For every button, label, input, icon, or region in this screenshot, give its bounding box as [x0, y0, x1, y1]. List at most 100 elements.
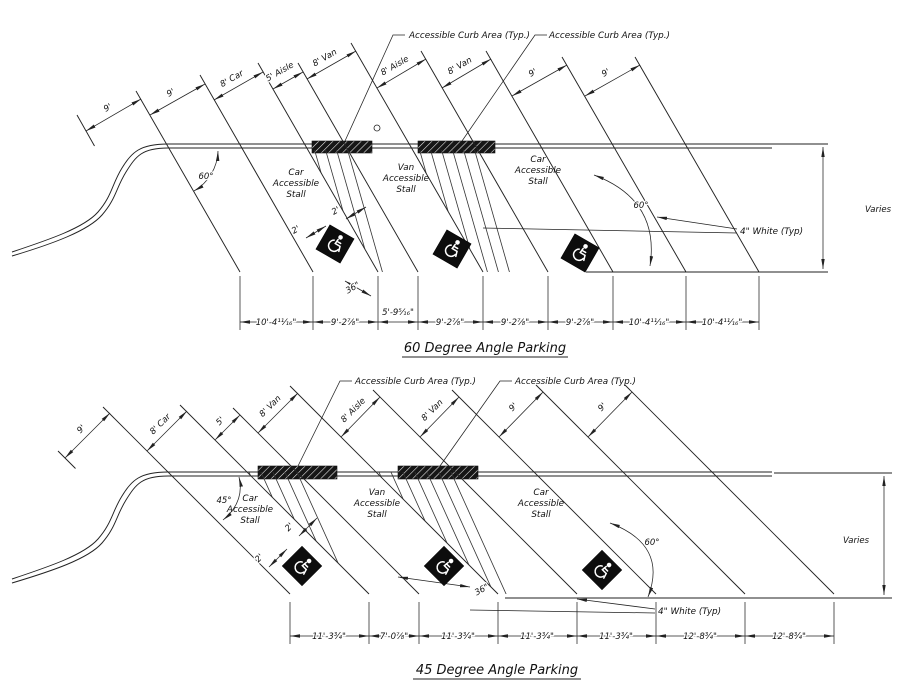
svg-text:Van: Van [369, 488, 385, 498]
stripe-angle-label: 60° [644, 538, 659, 548]
diagram-45-degree: 9' 8' Car 5' 8' Van 8' Aisle 8' Van 9' 9… [11, 377, 892, 680]
bottom-dim-label: 11'-3¾" [520, 632, 554, 642]
dim-label: 5' [214, 415, 227, 428]
stripe-spacing-line [344, 280, 372, 297]
varies-label: Varies [865, 205, 892, 215]
diagram-60-degree: 9' 9' 8' Car 5' Aisle 8' Van 8' Aisle 8'… [11, 31, 893, 358]
bottom-dim-label: 10'-4¹¹⁄₁₆" [702, 318, 743, 328]
curb-lines-45 [11, 471, 892, 584]
top-dimension-lines-45 [64, 391, 633, 459]
dim-label: 8' Car [219, 68, 246, 89]
svg-text:Accessible: Accessible [226, 505, 274, 515]
wheelchair-icon [281, 545, 323, 587]
svg-text:Stall: Stall [531, 510, 551, 520]
bottom-dim-label: 11'-3¾" [599, 632, 633, 642]
varies-dim-60 [586, 147, 828, 273]
dim-label: 8' Car [148, 412, 173, 437]
stall-angle-label: 60° [198, 172, 213, 182]
bottom-dim-label: 11'-3¾" [441, 632, 475, 642]
bottom-dimension-lines-45 [289, 602, 835, 644]
dim-label: 9' [600, 67, 612, 80]
curb-area-label: Accessible Curb Area (Typ.) [514, 377, 636, 387]
varies-dim-45 [505, 476, 892, 599]
diagram-title-60: 60 Degree Angle Parking [404, 341, 566, 356]
dim-label: 8' Van [446, 55, 474, 77]
bottom-dim-label: 10'-4¹¹⁄₁₆" [629, 318, 670, 328]
curb-area-label: Accessible Curb Area (Typ.) [548, 31, 670, 41]
dim-label: 8' Van [258, 394, 284, 420]
dim-label: 8' Aisle [379, 54, 411, 78]
curb-area-label: Accessible Curb Area (Typ.) [408, 31, 530, 41]
accessible-curb-hatch-2 [397, 465, 479, 480]
stripe-spacing-label: 36" [344, 280, 362, 296]
svg-text:Stall: Stall [240, 516, 260, 526]
offset-dim-line [345, 206, 367, 220]
dim-label: 9' [507, 401, 520, 414]
svg-text:Stall: Stall [396, 185, 416, 195]
curb-area-leaders-60 [344, 34, 547, 142]
stripe-note-label: 4" White (Typ) [658, 607, 721, 617]
svg-text:Van: Van [398, 163, 414, 173]
svg-text:Stall: Stall [286, 190, 306, 200]
dim-label: 9' [75, 423, 88, 436]
stall-label-car-2: Car Accessible Stall [517, 488, 565, 520]
dim-label: 5' Aisle [264, 60, 296, 84]
accessible-curb-hatch-2 [417, 140, 496, 154]
stripe-angle-arc [609, 522, 654, 598]
stall-label-car-1: Car Accessible Stall [272, 168, 320, 200]
bottom-dim-label: 9'-2⅞" [566, 318, 594, 328]
wheelchair-icon [432, 229, 472, 269]
bottom-dim-label: 9'-2⅞" [436, 318, 464, 328]
wheelchair-icon [581, 549, 623, 591]
wheelchair-icon [560, 233, 600, 273]
stall-label-car-2: Car Accessible Stall [514, 155, 562, 187]
dim-label: 9' [596, 401, 609, 414]
svg-text:Accessible: Accessible [514, 166, 562, 176]
dim-label: 8' Aisle [339, 396, 368, 425]
stall-lines-45 [57, 384, 835, 595]
bottom-dim-label: 12'-8¾" [683, 632, 717, 642]
dim-label: 8' Van [420, 398, 446, 424]
dim-label: 8' Van [311, 47, 339, 69]
curb-lines-60 [11, 143, 828, 257]
point-marker [373, 124, 381, 132]
svg-text:Car: Car [530, 155, 547, 165]
svg-text:Accessible: Accessible [517, 499, 565, 509]
stripe-angle-arc [593, 174, 654, 267]
svg-text:Car: Car [242, 494, 259, 504]
svg-text:Car: Car [533, 488, 550, 498]
bottom-dim-label: 9'-2⅞" [501, 318, 529, 328]
offset-dim-line [305, 225, 327, 239]
offset-dim-line [298, 517, 318, 537]
offset-dim-label: 2' [283, 521, 296, 534]
svg-text:Accessible: Accessible [353, 499, 401, 509]
svg-text:Accessible: Accessible [272, 179, 320, 189]
stripe-note-leaders-45 [469, 598, 656, 614]
wheelchair-icon [315, 224, 355, 264]
svg-text:Stall: Stall [528, 177, 548, 187]
stripe-note-label: 4" White (Typ) [740, 227, 803, 237]
stall-angle-label: 45° [216, 496, 231, 506]
bottom-dim-label: 12'-8¾" [772, 632, 806, 642]
stripe-angle-label: 60° [633, 201, 648, 211]
dim-label: 9' [527, 67, 539, 80]
access-aisle-hatch-45-a [247, 472, 354, 594]
bottom-dim-label: 11'-3¾" [312, 632, 346, 642]
varies-label: Varies [843, 536, 870, 546]
svg-text:Accessible: Accessible [382, 174, 430, 184]
curb-area-leaders-45 [297, 380, 512, 467]
svg-text:Car: Car [288, 168, 305, 178]
stall-angle-arc [193, 150, 220, 192]
accessible-curb-hatch-1 [311, 140, 373, 154]
wheelchair-icon [423, 545, 465, 587]
stall-label-car-1: Car Accessible Stall [226, 494, 274, 526]
stall-angle-arc [222, 476, 243, 521]
stall-label-van: Van Accessible Stall [382, 163, 430, 195]
stripe-spacing-line [397, 576, 471, 588]
stall-label-van: Van Accessible Stall [353, 488, 401, 520]
stall-lines-60 [76, 42, 760, 273]
curb-area-label: Accessible Curb Area (Typ.) [354, 377, 476, 387]
bottom-dim-label: 10'-4¹¹⁄₁₆" [256, 318, 297, 328]
